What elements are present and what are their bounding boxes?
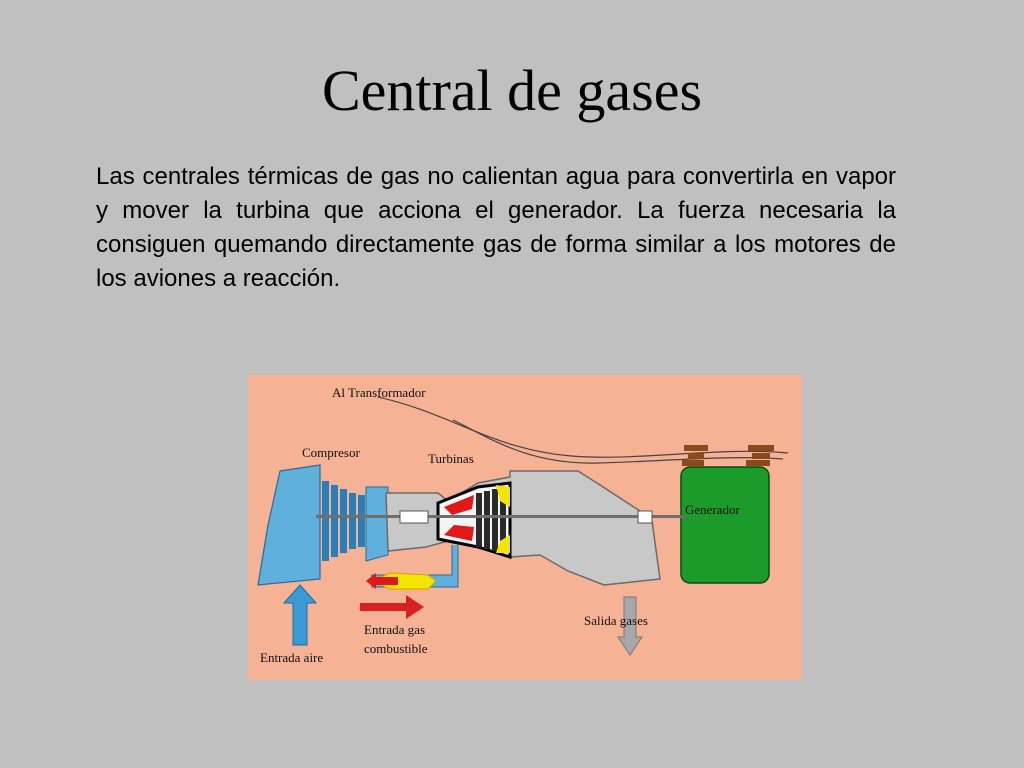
air-inlet-arrow xyxy=(282,584,318,646)
shaft-coupling xyxy=(399,510,429,524)
generator-coupling xyxy=(637,510,653,524)
label-transformer: Al Transformador xyxy=(332,385,426,400)
label-generator: Generador xyxy=(685,502,741,517)
main-shaft xyxy=(316,515,686,518)
label-fuel-line1: Entrada gas xyxy=(364,622,425,637)
slide-body-text: Las centrales térmicas de gas no calient… xyxy=(96,163,896,292)
label-fuel-line2: combustible xyxy=(364,641,428,656)
label-air-inlet: Entrada aire xyxy=(260,650,323,665)
label-exhaust: Salida gases xyxy=(584,613,648,628)
gas-turbine-diagram: Al Transformador Compresor Turbinas Gene… xyxy=(248,375,802,680)
exhaust-arrow xyxy=(617,596,643,656)
flame-red xyxy=(444,495,474,541)
generator-body xyxy=(680,466,770,584)
fuel-flame-arrow xyxy=(366,573,398,589)
transformer-wires xyxy=(377,396,789,464)
generator-terminals xyxy=(682,445,774,466)
compressor-body xyxy=(257,464,321,586)
turbine-blades xyxy=(476,487,506,553)
label-compressor: Compresor xyxy=(302,445,360,460)
slide-title: Central de gases xyxy=(321,58,703,123)
compressor-outlet-duct xyxy=(365,486,389,562)
fuel-inlet-arrow xyxy=(360,595,424,619)
flame-yellow xyxy=(496,485,510,553)
label-turbines: Turbinas xyxy=(428,451,474,466)
compressor-blades xyxy=(322,481,365,561)
